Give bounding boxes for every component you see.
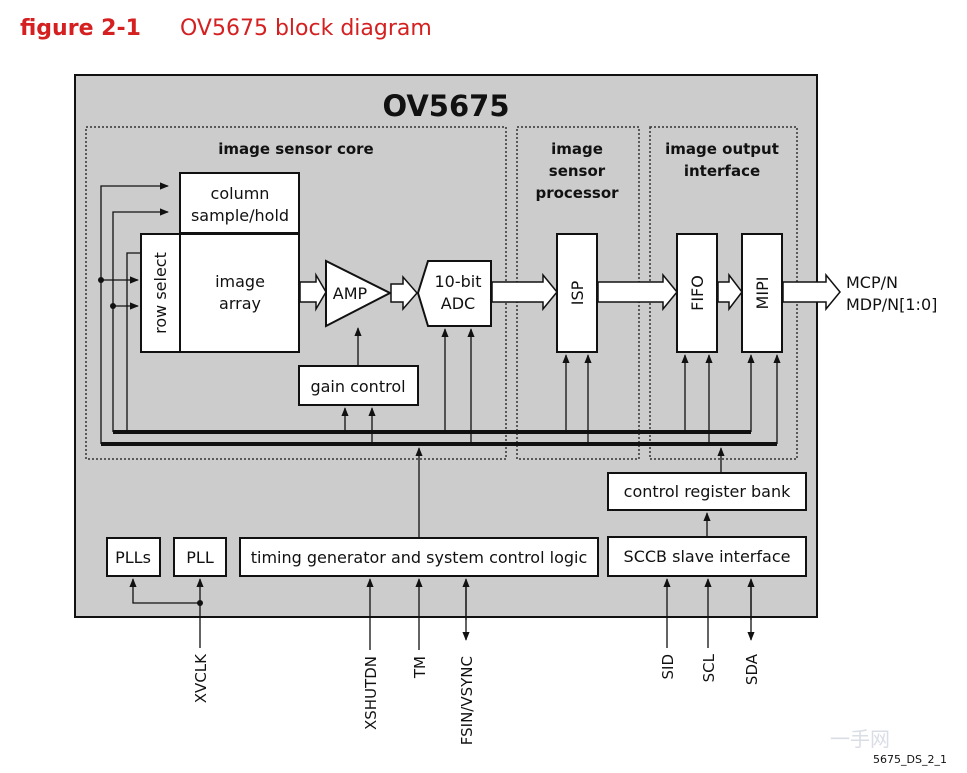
figure-label: figure 2-1 [20, 16, 141, 41]
sccb-slave-interface-label: SCCB slave interface [624, 547, 791, 566]
adc-to-isp-arrow [491, 272, 558, 312]
output-section-title-1: image output [665, 140, 779, 158]
pin-sid: SID [659, 654, 677, 680]
control-register-bank-label: control register bank [624, 482, 791, 501]
gain-control-label: gain control [310, 377, 405, 396]
output-section-title-2: interface [684, 162, 760, 180]
timing-generator-label: timing generator and system control logi… [251, 548, 588, 567]
pin-scl: SCL [700, 653, 718, 682]
isp-section-title-2: sensor [549, 162, 606, 180]
pll-label: PLL [186, 548, 214, 567]
chip-name: OV5675 [382, 89, 509, 123]
image-array-label-1: image [215, 272, 265, 291]
amp-label: AMP [333, 284, 368, 303]
mipi-label: MIPI [753, 277, 772, 310]
column-label-1: column [211, 184, 270, 203]
array-to-amp-arrow [299, 272, 327, 312]
core-section-title: image sensor core [218, 140, 373, 158]
pll-block [173, 537, 227, 577]
adc-block [416, 260, 492, 327]
isp-to-fifo-arrow [597, 272, 678, 312]
isp-section-title-1: image [551, 140, 603, 158]
plls-block [106, 537, 161, 577]
adc-label-1: 10-bit [434, 272, 481, 291]
pin-xshutdn: XSHUTDN [362, 656, 380, 730]
sccb-slave-interface-block [607, 536, 807, 577]
control-register-bank-block [607, 472, 807, 511]
mipi-block [741, 233, 783, 353]
column-label-2: sample/hold [191, 206, 289, 225]
row-select-label: row select [151, 252, 170, 334]
pin-sda: SDA [743, 653, 761, 685]
plls-label: PLLs [115, 548, 151, 567]
isp-label: ISP [568, 280, 587, 305]
figure-code: 5675_DS_2_1 [873, 753, 947, 766]
fifo-block [676, 233, 718, 353]
image-array-block [179, 233, 300, 353]
fifo-label: FIFO [688, 275, 707, 311]
figure-title: OV5675 block diagram [180, 16, 432, 41]
image-array-label-2: array [219, 294, 261, 313]
pin-fsin-vsync: FSIN/VSYNC [458, 656, 476, 745]
output-label-2: MDP/N[1:0] [846, 295, 937, 314]
isp-block [556, 233, 598, 353]
adc-label-2: ADC [441, 294, 475, 313]
output-label-1: MCP/N [846, 273, 898, 292]
isp-section-title-3: processor [535, 184, 619, 202]
pin-xvclk: XVCLK [192, 653, 210, 703]
pin-tm: TM [411, 656, 429, 679]
amp-to-adc-arrow [390, 275, 418, 311]
mipi-output-arrow [782, 272, 841, 312]
watermark: 一手网 [830, 727, 890, 751]
gain-control-block [298, 365, 419, 406]
amp-block [325, 259, 393, 328]
fifo-to-mipi-arrow [717, 272, 743, 312]
